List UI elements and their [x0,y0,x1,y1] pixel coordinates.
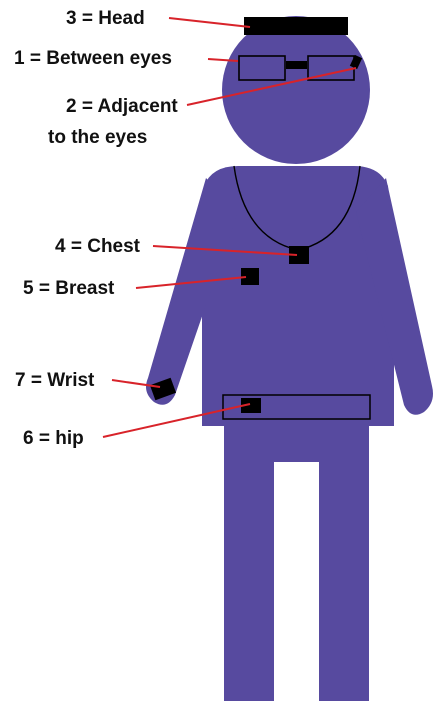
between-eyes-sensor [286,61,307,69]
label-between-eyes: 1 = Between eyes [14,48,172,69]
label-adjacent-eyes-line1: 2 = Adjacent [66,96,178,117]
leader-head [169,18,250,27]
label-chest: 4 = Chest [55,236,141,257]
label-wrist: 7 = Wrist [15,370,95,391]
head-shape [222,16,370,164]
human-figure [146,16,433,701]
label-hip: 6 = hip [23,428,84,449]
pelvis-shape [224,410,369,462]
label-adjacent-eyes-line2: to the eyes [48,127,147,148]
headband-sensor [244,17,348,35]
leg-gap [274,462,319,701]
label-breast: 5 = Breast [23,278,115,299]
label-head: 3 = Head [66,8,145,29]
